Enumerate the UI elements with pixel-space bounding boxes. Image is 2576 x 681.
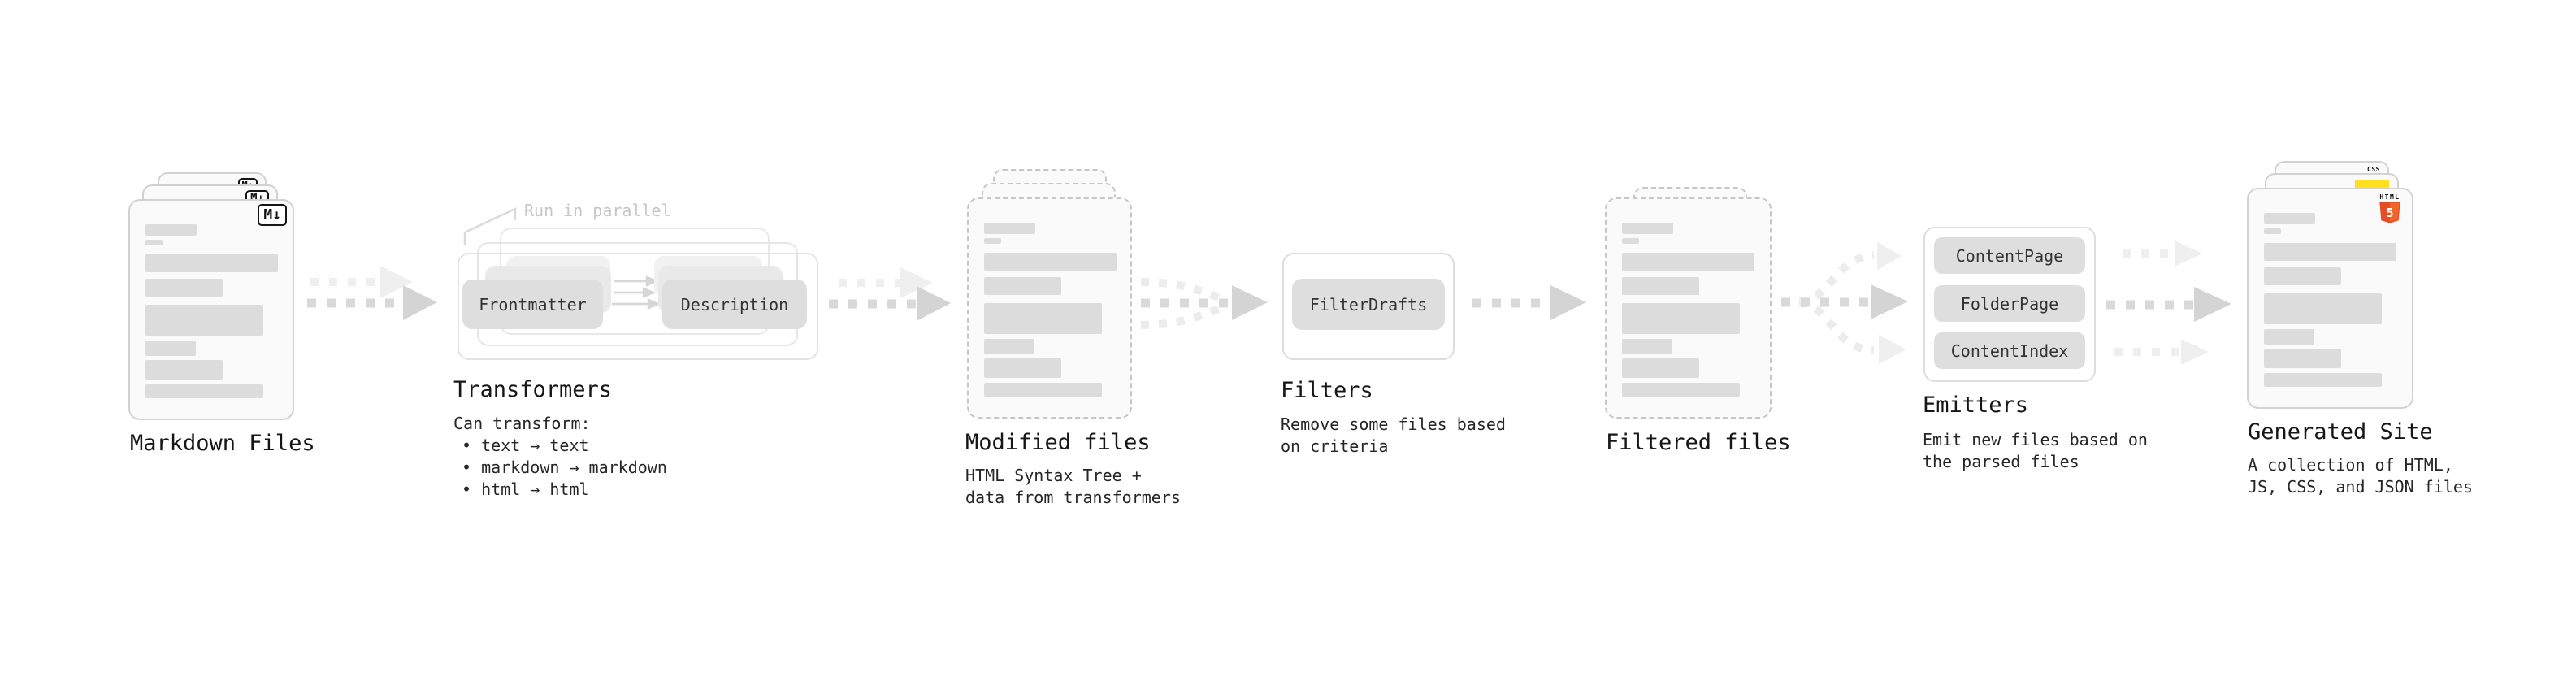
transformers-subtitle: Can transform: [453,414,591,433]
arrow-transformers-to-modified [829,267,951,321]
modified-files-sub: HTML Syntax Tree + [965,466,1142,485]
filters-sub: Remove some files based [1281,414,1506,434]
markdown-icon: M↓ [258,204,287,226]
filters-sub: on criteria [1281,436,1389,456]
html5-icon: HTML 5 [2379,194,2401,225]
filtered-doc-front [1605,197,1772,419]
filters-label: Filters [1281,378,1373,403]
markdown-doc-front: M↓ [128,199,294,420]
frontmatter-node: Frontmatter [462,280,603,329]
arrow-filtered-to-emitters [1781,242,1908,364]
generated-site-label: Generated Site [2248,419,2433,445]
svg-text:5: 5 [2386,206,2393,220]
arrow-filters-to-filtered [1472,285,1586,320]
doc-content-placeholder [2264,213,2396,387]
markdown-files-label: Markdown Files [130,431,315,456]
filtered-files-label: Filtered files [1606,430,1791,455]
contentpage-node: ContentPage [1934,237,2085,274]
filterdrafts-node: FilterDrafts [1292,279,1445,330]
emitters-sub: Emit new files based on [1923,430,2148,449]
transformers-label: Transformers [453,377,613,402]
transformers-bullet: • html → html [462,479,589,499]
transformer-layer-front [458,253,818,360]
emitters-sub: the parsed files [1923,452,2079,471]
doc-content-placeholder [1622,223,1754,397]
run-in-parallel-callout: Run in parallel [524,201,671,220]
folderpage-node: FolderPage [1934,285,2085,322]
generated-site-sub: A collection of HTML, [2248,455,2453,475]
doc-content-placeholder [145,224,278,398]
transformers-bullet: • markdown → markdown [462,458,667,477]
transformers-bullet: • text → text [462,436,589,455]
emitters-label: Emitters [1923,393,2029,418]
doc-content-placeholder [984,223,1117,397]
modified-doc-front [967,197,1132,419]
generated-site-sub: JS, CSS, and JSON files [2248,477,2473,497]
modified-files-label: Modified files [965,430,1151,455]
arrow-modified-to-filters [1140,278,1268,329]
modified-files-sub: data from transformers [965,488,1181,507]
contentindex-node: ContentIndex [1934,332,2085,369]
generated-doc-html: HTML 5 [2247,188,2413,409]
description-node: Description [662,280,807,329]
arrow-markdown-to-transformers [307,266,437,320]
arrow-emitters-to-generated [2106,241,2231,365]
